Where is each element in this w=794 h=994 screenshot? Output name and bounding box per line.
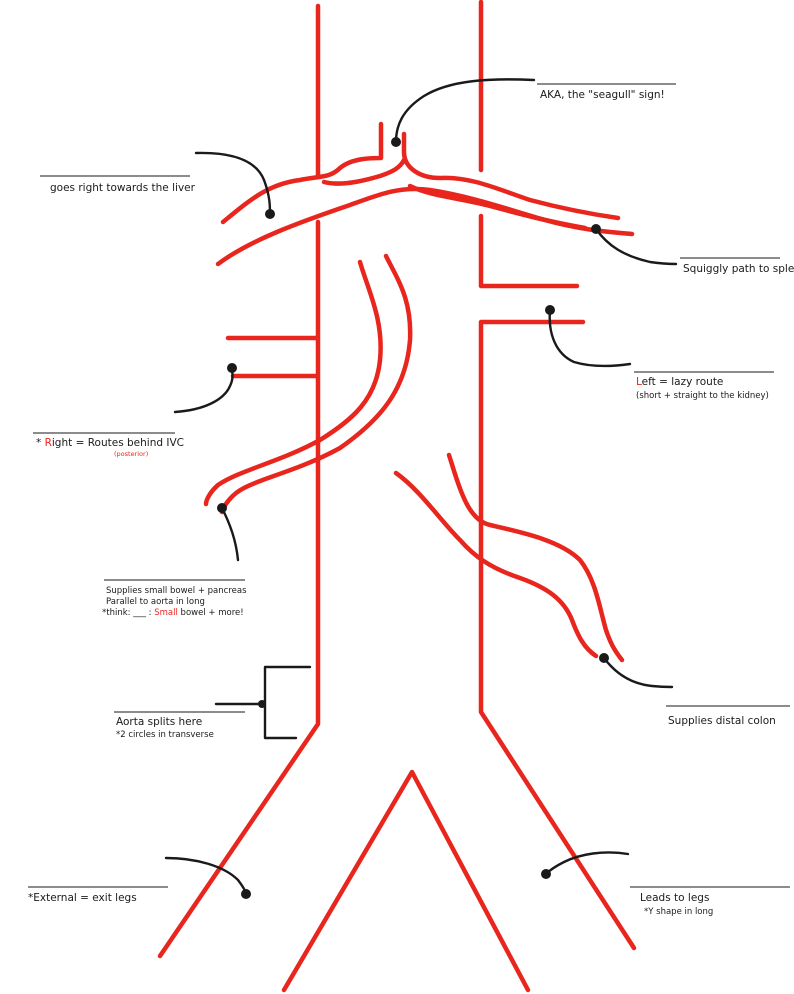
label-legs-line1: Leads to legs: [640, 892, 709, 904]
hepatic-branch-wall: [321, 157, 407, 186]
label-seagull: AKA, the "seagull" sign!: [540, 89, 665, 101]
pointer-left-renal: [548, 308, 632, 368]
label-sma-line3: *think: ___ : Small bowel + more!: [102, 608, 244, 618]
label-legs-line2: *Y shape in long: [644, 907, 713, 917]
aorta-left-wall: [157, 3, 321, 959]
dot-sma: [217, 503, 227, 513]
pointer-legs: [544, 851, 630, 876]
label-sma-line2: Parallel to aorta in long: [106, 597, 205, 607]
sma-left-wall: [203, 259, 383, 507]
dot-left-renal: [545, 305, 555, 315]
label-left-renal-line2: (short + straight to the kidney): [636, 391, 769, 401]
pointer-ima: [602, 656, 674, 689]
label-bifurcation-line2: *2 circles in transverse: [116, 730, 214, 740]
sma-right-wall: [219, 253, 413, 515]
label-spleen: Squiggly path to spleen: [683, 263, 794, 275]
label-ima: Supplies distal colon: [668, 715, 776, 727]
labels: AKA, the "seagull" sign! goes right towa…: [28, 89, 794, 917]
pointer-liver: [194, 151, 272, 216]
dot-right-renal: [227, 363, 237, 373]
dot-spleen: [591, 224, 601, 234]
label-external-iliac: *External = exit legs: [28, 892, 137, 904]
label-right-renal-line1: * Right = Routes behind IVC: [36, 437, 184, 449]
dot-ima: [599, 653, 609, 663]
dot-legs: [541, 869, 551, 879]
pointers: [164, 78, 678, 899]
celiac-trunk-upper-wall: [220, 121, 384, 225]
dot-bifurcation: [258, 700, 266, 708]
label-underlines: [28, 83, 790, 888]
pointer-spleen: [594, 227, 678, 266]
dot-seagull: [391, 137, 401, 147]
label-bifurcation-line1: Aorta splits here: [116, 716, 202, 728]
dot-liver: [265, 209, 275, 219]
aorta-right-wall: [478, 0, 637, 951]
ima-lower-wall: [393, 470, 599, 659]
iliac-inner-v: [281, 769, 531, 993]
ima-upper-wall: [446, 452, 625, 663]
splenic-upper-wall: [401, 131, 621, 221]
label-left-renal-line1: Left = lazy route: [636, 376, 723, 388]
vessels: [157, 0, 637, 993]
splenic-lower-wall: [407, 183, 588, 231]
label-right-renal-line2: (posterior): [114, 450, 148, 458]
pointer-right-renal: [173, 366, 234, 414]
label-liver: goes right towards the liver: [50, 182, 196, 194]
dot-external-iliac: [241, 889, 251, 899]
pointer-seagull: [394, 78, 536, 144]
pointer-sma: [220, 506, 240, 562]
label-sma-line1: Supplies small bowel + pancreas: [106, 586, 247, 596]
